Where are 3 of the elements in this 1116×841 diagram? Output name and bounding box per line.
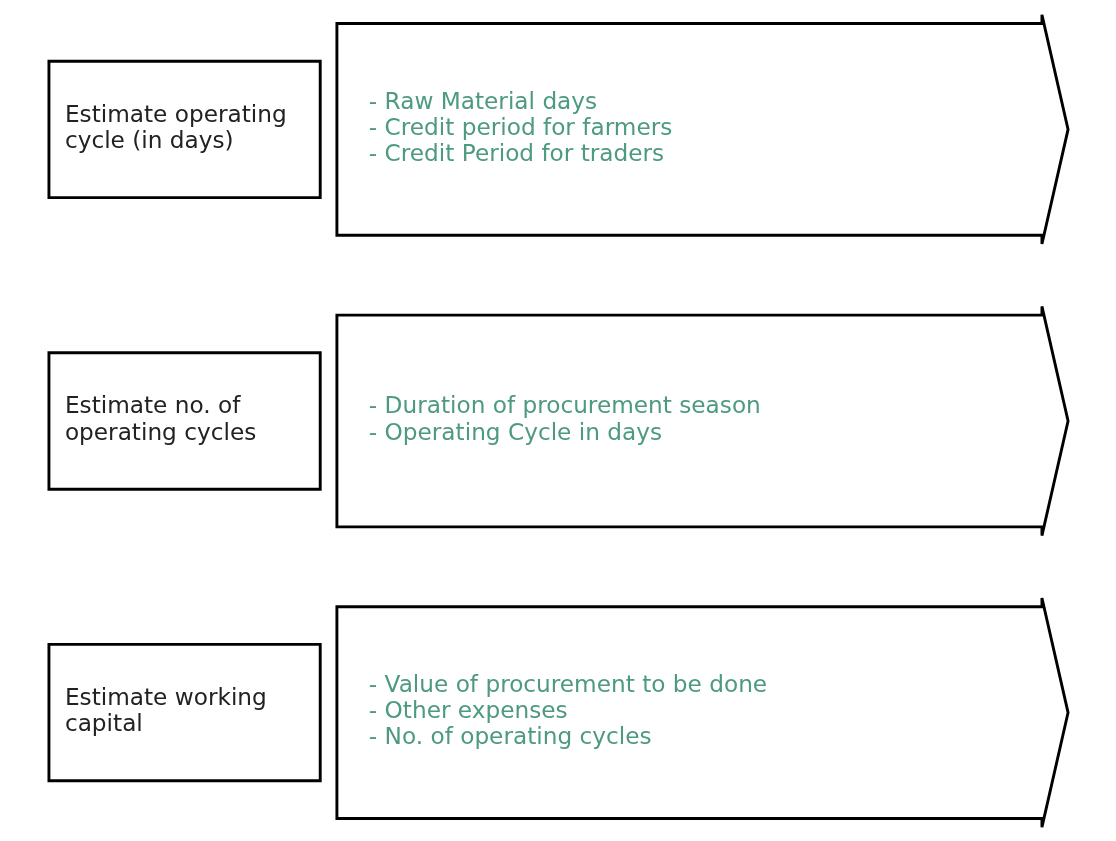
node-box: Estimate working capital xyxy=(47,642,322,782)
node-box: Estimate no. of operating cycles xyxy=(47,350,322,491)
node-box: Estimate operating cycle (in days) xyxy=(47,59,322,199)
